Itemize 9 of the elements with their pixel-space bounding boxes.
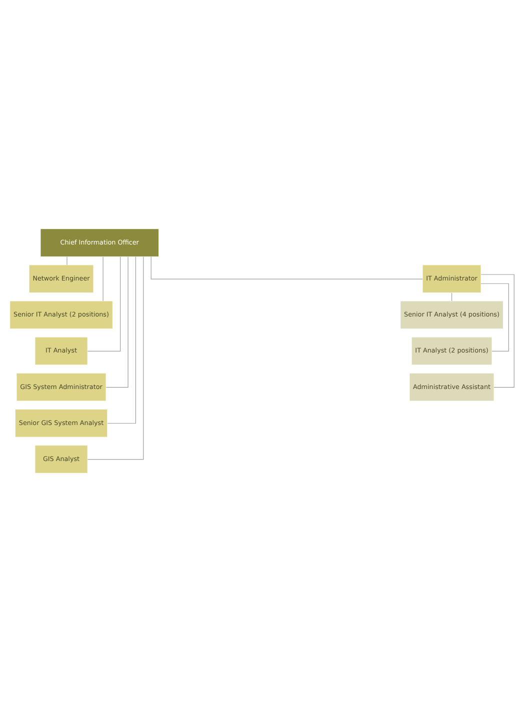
connector — [106, 256, 128, 388]
connector — [87, 256, 121, 352]
connector — [480, 283, 509, 352]
connector — [480, 274, 514, 388]
connector — [107, 256, 136, 424]
connector — [66, 256, 68, 266]
connector — [102, 256, 104, 302]
connector — [150, 256, 423, 280]
connector — [87, 256, 144, 460]
